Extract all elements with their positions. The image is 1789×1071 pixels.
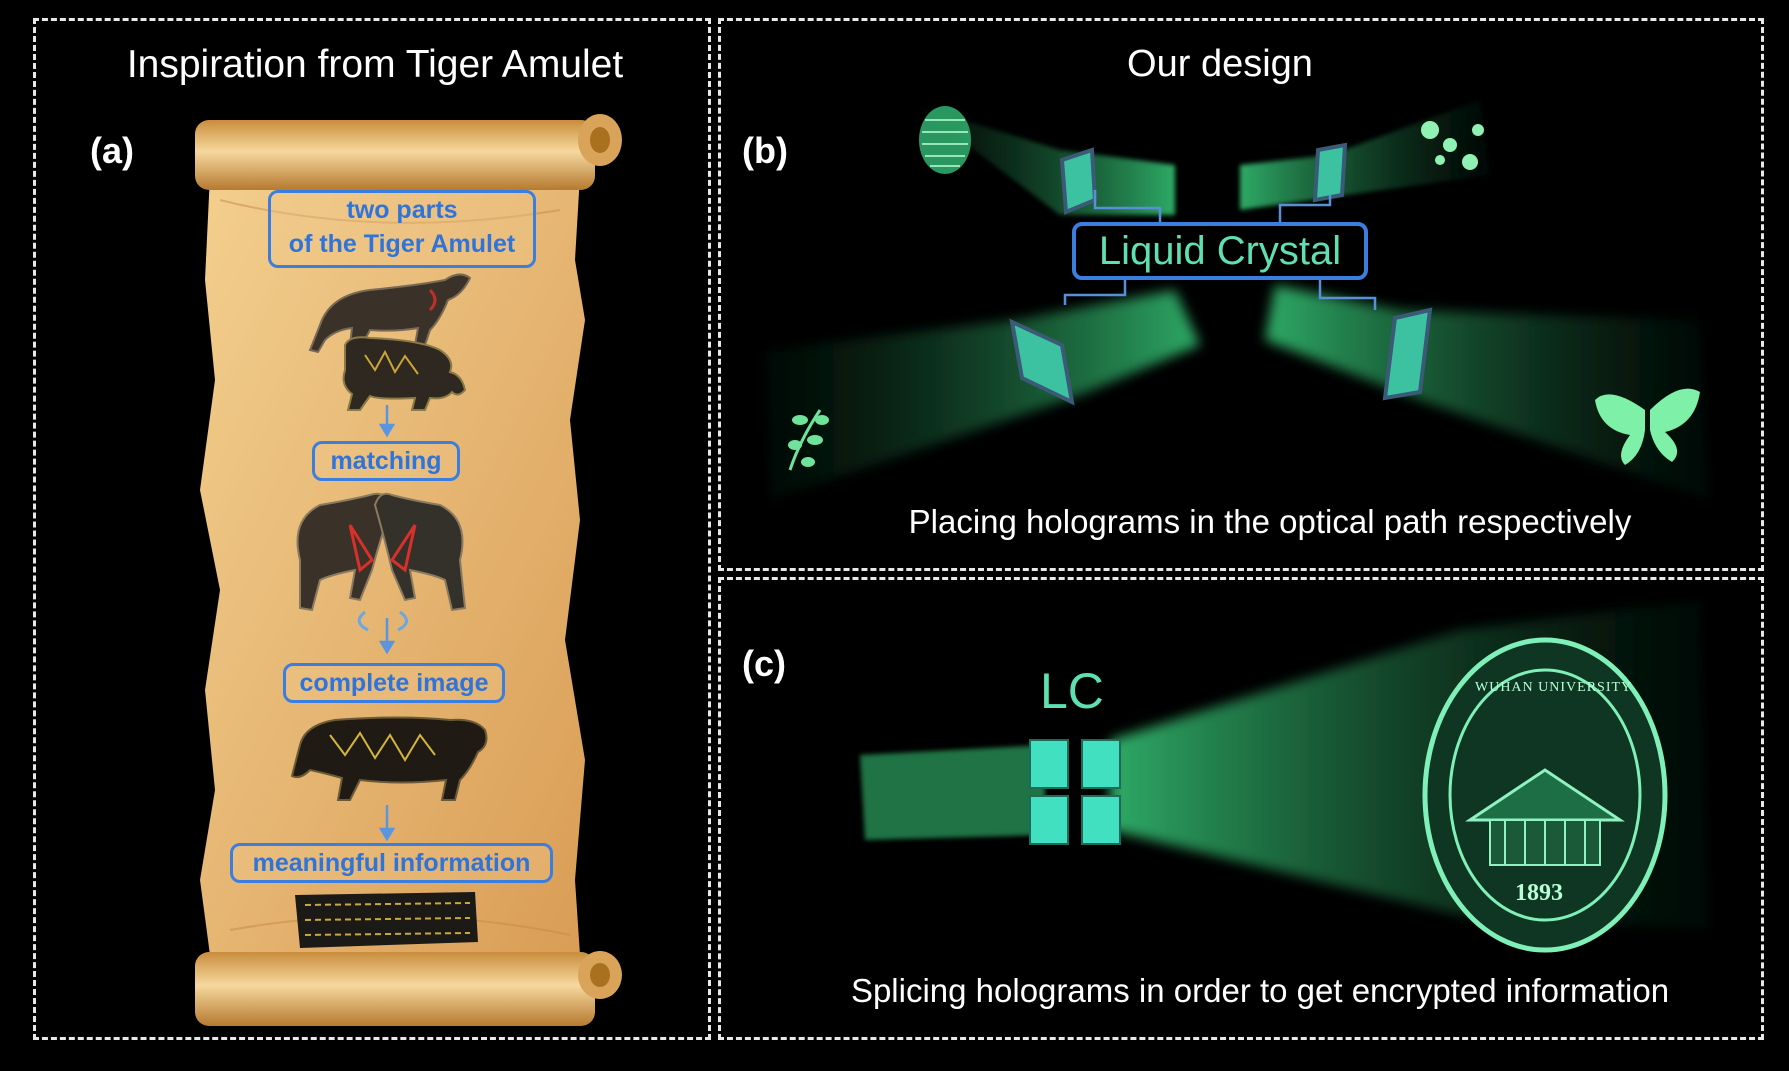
panel-c-frame [718, 577, 1764, 1040]
tiger-part-bottom-icon [342, 336, 467, 411]
lc-grid-c [1029, 739, 1121, 845]
panel-b-label: (b) [742, 130, 788, 171]
flowers-icon [1421, 121, 1484, 170]
pinecone-icon [919, 106, 971, 174]
step-meaningful-information: meaningful information [230, 843, 553, 883]
beam-bottom-right [1265, 285, 1710, 500]
panel-a-frame [33, 18, 711, 1040]
panel-b-frame [718, 18, 1764, 571]
lc-plate-bl [1009, 318, 1075, 406]
panel-a-label: (a) [90, 130, 134, 171]
panel-a-title: Inspiration from Tiger Amulet [126, 43, 624, 86]
step-two-parts: two parts of the Tiger Amulet [268, 190, 536, 268]
beam-top-right [1240, 100, 1490, 210]
tiger-part-top-icon [308, 273, 472, 354]
matching-tigers-icon [296, 492, 467, 632]
flow-arrows [378, 405, 396, 842]
liquid-crystal-box: Liquid Crystal [1072, 222, 1368, 280]
panel-b-title: Our design [1127, 43, 1313, 85]
step-matching: matching [312, 441, 460, 481]
plant-sprig-icon [788, 409, 829, 471]
lc-connectors [1063, 190, 1377, 310]
step-two-parts-line2: of the Tiger Amulet [288, 230, 516, 258]
complete-tiger-icon [290, 716, 488, 801]
emblem-year-text: 1893 [1515, 880, 1563, 906]
step-two-parts-line1: two parts [346, 196, 458, 224]
lc-plate-tl [1059, 147, 1098, 215]
university-emblem-icon [1422, 637, 1668, 953]
lc-plate-br [1382, 307, 1433, 401]
panel-b-caption: Placing holograms in the optical path re… [908, 503, 1632, 540]
emblem-name-text: WUHAN UNIVERSITY [1475, 680, 1633, 695]
beam-bottom-left [765, 290, 1200, 500]
step-complete-image: complete image [283, 663, 505, 703]
butterfly-icon [1595, 388, 1700, 465]
lc-plate-tr [1312, 142, 1348, 203]
panel-c-label: (c) [742, 643, 786, 684]
inscription-strip-icon [295, 892, 478, 948]
beam-top-left [915, 105, 1175, 215]
lc-label: LC [1040, 663, 1104, 719]
panel-c-caption: Splicing holograms in order to get encry… [850, 972, 1670, 1009]
